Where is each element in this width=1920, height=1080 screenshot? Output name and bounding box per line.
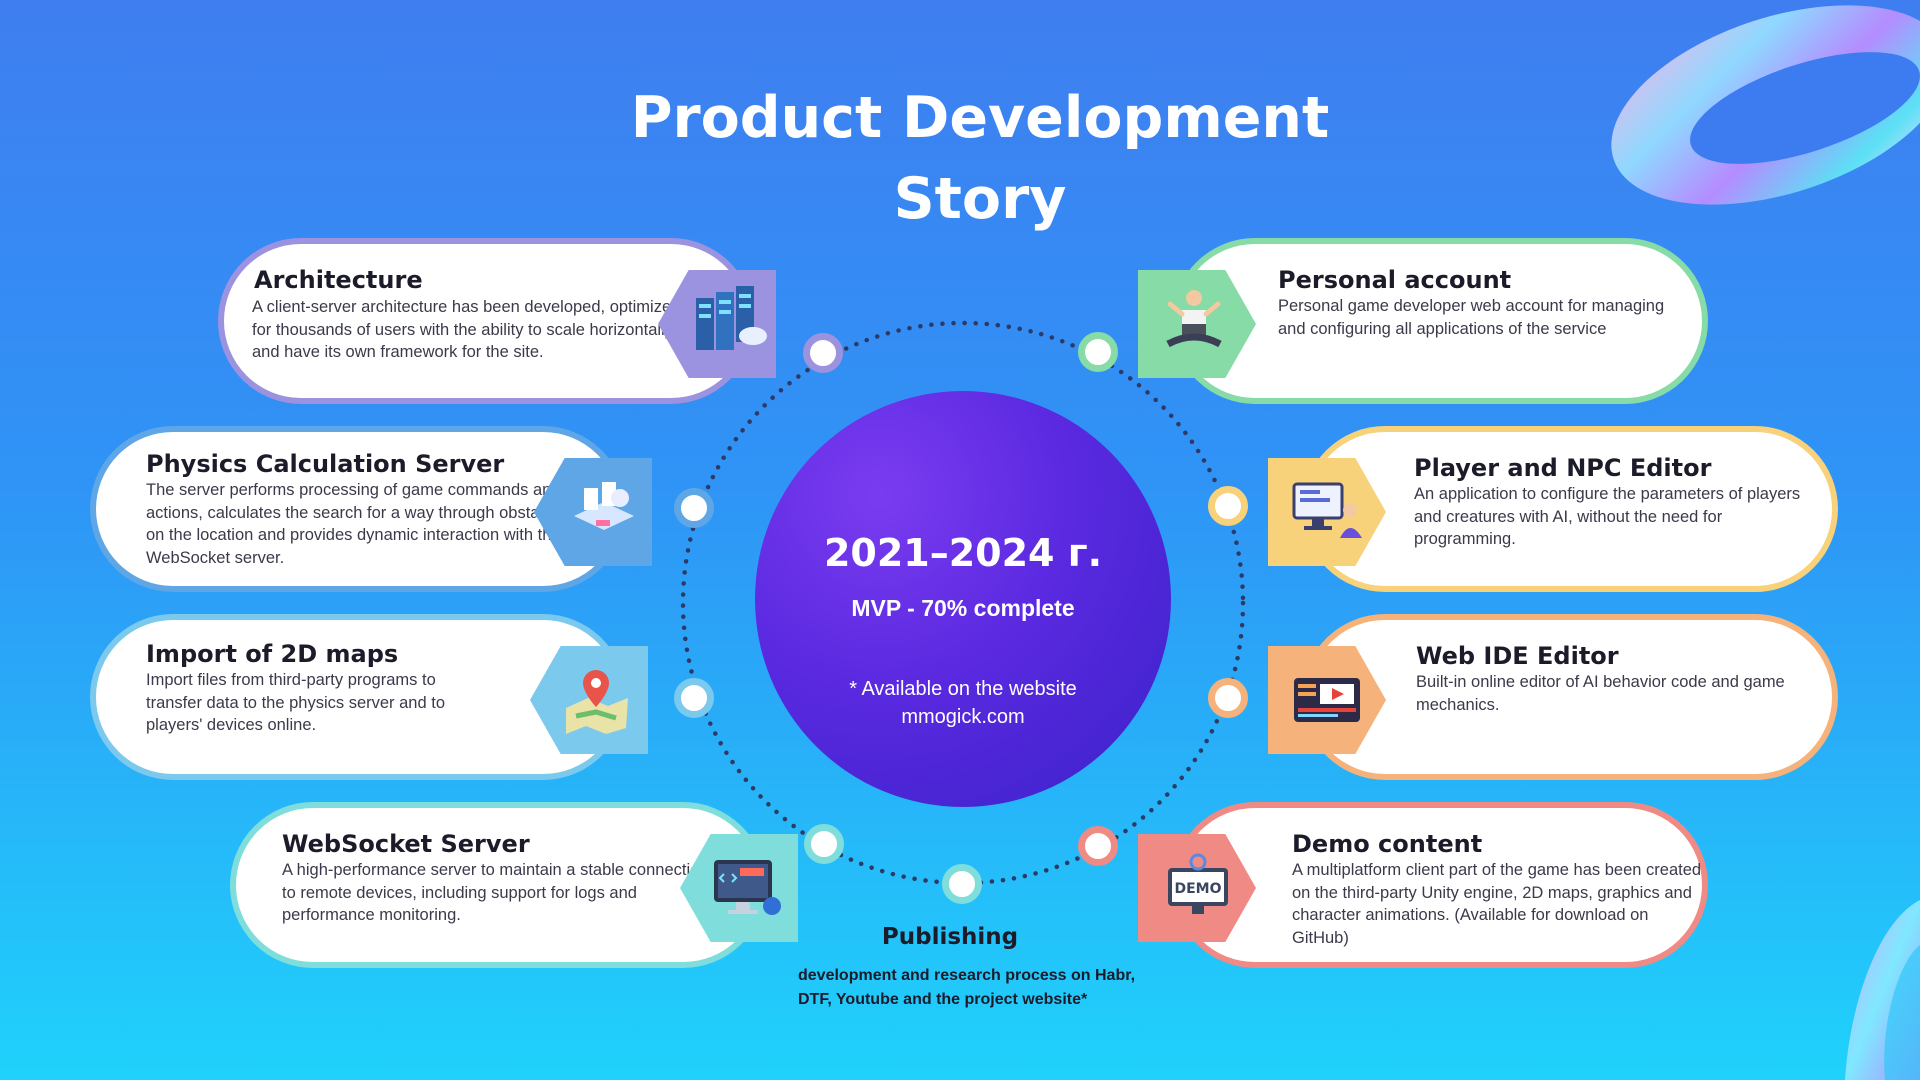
- ring-node-import: [674, 678, 714, 718]
- ring-node-websocket: [804, 824, 844, 864]
- ring-node-webide: [1208, 678, 1248, 718]
- card-title: Demo content: [1292, 830, 1483, 858]
- center-mvp-status: MVP - 70% complete: [851, 595, 1075, 621]
- center-website-note: * Available on the website mmogick.com: [849, 678, 1077, 728]
- ring-node-architecture: [803, 333, 843, 373]
- center-years: 2021–2024 г.: [823, 531, 1103, 575]
- card-title: WebSocket Server: [282, 830, 530, 858]
- video-editor-icon: [1268, 646, 1386, 754]
- card-demo: Demo content A multiplatform client part…: [1172, 802, 1708, 968]
- page-title: Product Development Story: [560, 78, 1400, 240]
- card-description: Built-in online editor of AI behavior co…: [1416, 673, 1785, 714]
- card-description: A multiplatform client part of the game …: [1292, 861, 1702, 947]
- card-description: Personal game developer web account for …: [1278, 297, 1665, 338]
- publishing-title: Publishing: [881, 924, 1019, 950]
- card-title: Architecture: [254, 266, 423, 294]
- demo-icon-label: DEMO: [1174, 881, 1221, 897]
- card-title: Personal account: [1278, 266, 1512, 294]
- page-title-line2: Story: [893, 165, 1067, 232]
- code-monitor-icon: [680, 834, 798, 942]
- card-personal: Personal account Personal game developer…: [1172, 238, 1708, 404]
- ring-node-publishing: [942, 864, 982, 904]
- dotted-ring: [680, 320, 1246, 886]
- ring-node-player: [1208, 486, 1248, 526]
- card-title: Import of 2D maps: [146, 640, 399, 668]
- ring-node-personal: [1078, 332, 1118, 372]
- publishing-description: development and research process on Habr…: [798, 967, 1136, 1008]
- page-title-line1: Product Development: [630, 85, 1330, 151]
- server-rack-icon: [658, 270, 776, 378]
- card-player: Player and NPC Editor An application to …: [1302, 426, 1838, 592]
- card-description: A client-server architecture has been de…: [252, 298, 681, 361]
- holographic-wave-shape: [1845, 900, 1920, 1080]
- card-description: The server performs processing of game c…: [146, 481, 580, 567]
- ring-node-demo: [1078, 826, 1118, 866]
- center-circle: 2021–2024 г. MVP - 70% complete * Availa…: [755, 391, 1171, 807]
- card-description: A high-performance server to maintain a …: [282, 861, 709, 924]
- holographic-ring-shape: [1611, 5, 1920, 205]
- ring-node-physics: [674, 488, 714, 528]
- card-title: Web IDE Editor: [1416, 642, 1619, 670]
- card-title: Physics Calculation Server: [146, 450, 505, 478]
- card-title: Player and NPC Editor: [1414, 454, 1712, 482]
- card-description: Import files from third-party programs t…: [146, 671, 445, 734]
- card-description: An application to configure the paramete…: [1414, 485, 1801, 548]
- card-websocket: WebSocket Server A high-performance serv…: [230, 802, 766, 968]
